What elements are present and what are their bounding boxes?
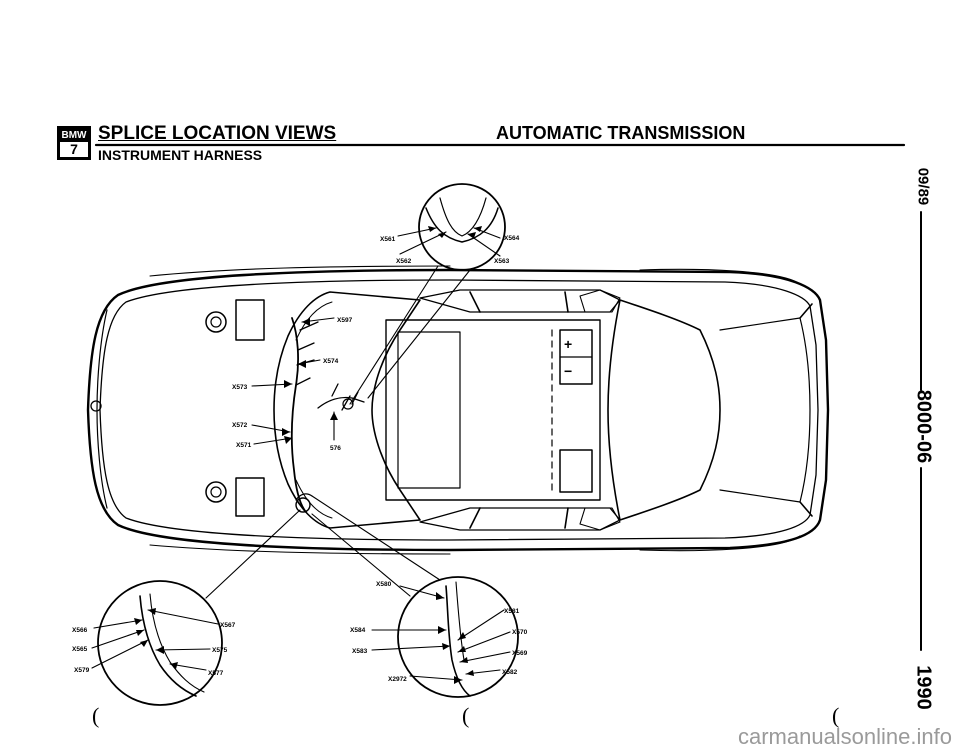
label-x580: X580 — [376, 581, 392, 588]
section-title: AUTOMATIC TRANSMISSION — [496, 123, 746, 143]
detail-circle-left — [97, 580, 223, 706]
battery-plus: + — [564, 336, 572, 352]
label-x575: X575 — [212, 647, 228, 654]
label-x597: X597 — [337, 317, 353, 324]
front-left-fender-box — [235, 299, 265, 341]
label-x582: X582 — [502, 669, 518, 676]
windshield — [273, 291, 421, 529]
label-x565: X565 — [72, 646, 88, 653]
rear-module-box — [559, 449, 593, 493]
label-x577: X577 — [208, 670, 224, 677]
label-x579: X579 — [74, 667, 90, 674]
leader-lines — [91, 227, 511, 681]
bmw-7-series-logo: BMW 7 — [57, 126, 91, 160]
badge-series: 7 — [70, 141, 78, 157]
detail-circle-top — [418, 183, 506, 271]
car-body-outline — [86, 265, 830, 555]
trunk-lid — [719, 317, 811, 503]
scan-mark: ( — [92, 703, 100, 728]
label-x584: X584 — [350, 627, 366, 634]
label-x583: X583 — [352, 648, 368, 655]
emblem-icon — [90, 400, 102, 412]
brake-reservoir-icon — [205, 481, 227, 503]
label-x567: X567 — [220, 622, 236, 629]
sunroof — [397, 331, 461, 489]
label-x571: X571 — [236, 442, 252, 449]
harness-branch — [317, 383, 365, 411]
label-x561: X561 — [380, 236, 396, 243]
label-x574: X574 — [323, 358, 339, 365]
badge-brand: BMW — [60, 129, 88, 142]
page-title: SPLICE LOCATION VIEWS — [98, 123, 337, 144]
label-x573: X573 — [232, 384, 248, 391]
front-right-fender-box — [235, 477, 265, 517]
label-576: 576 — [330, 445, 341, 452]
washer-reservoir-icon — [205, 311, 227, 333]
detail-circle-center — [397, 576, 519, 698]
scan-mark: ( — [462, 703, 470, 728]
label-x566: X566 — [72, 627, 88, 634]
label-x570: X570 — [512, 629, 528, 636]
label-x563: X563 — [494, 258, 510, 265]
label-x2972: X2972 — [388, 676, 407, 683]
instrument-harness-trunk — [290, 317, 307, 513]
source-watermark[interactable]: carmanualsonline.info — [737, 724, 952, 749]
label-x581: X581 — [504, 608, 520, 615]
arrowheads — [134, 226, 482, 684]
label-x564: X564 — [504, 235, 520, 242]
label-x562: X562 — [396, 258, 412, 265]
roof — [385, 319, 601, 501]
label-x572: X572 — [232, 422, 248, 429]
rear-window — [607, 299, 721, 521]
battery-minus: − — [564, 363, 572, 379]
page-subtitle: INSTRUMENT HARNESS — [98, 147, 263, 163]
label-x569: X569 — [512, 650, 528, 657]
scan-mark: ( — [832, 703, 840, 728]
